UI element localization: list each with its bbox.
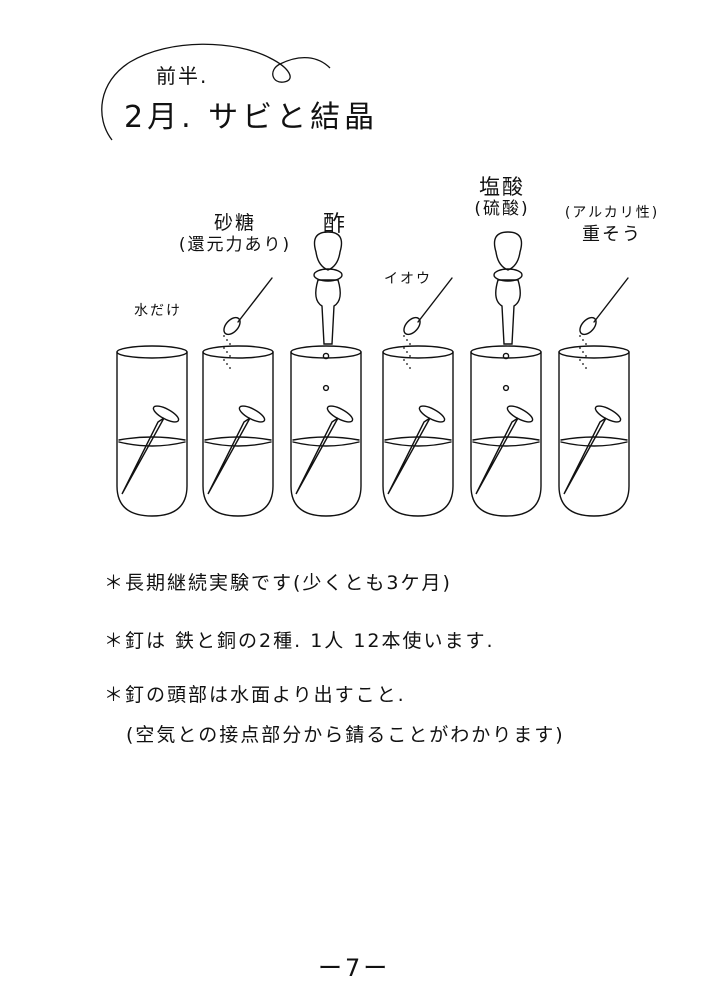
powder-grain bbox=[585, 343, 587, 345]
nail bbox=[295, 417, 339, 495]
nail bbox=[563, 417, 607, 495]
powder-grain bbox=[582, 339, 584, 341]
powder-grain bbox=[582, 351, 584, 353]
dropper-collar bbox=[313, 268, 343, 282]
nail-head bbox=[418, 405, 446, 423]
test-tube-illustration bbox=[116, 231, 630, 517]
powder-grain bbox=[409, 367, 411, 369]
nail bbox=[387, 417, 431, 495]
note-1: ＊長期継続実験です(少くとも3ケ月) bbox=[104, 572, 452, 594]
dropper-tube bbox=[495, 279, 521, 345]
powder-grain bbox=[223, 347, 225, 349]
water-line bbox=[118, 441, 186, 447]
water-line bbox=[292, 441, 360, 447]
nail bbox=[207, 417, 251, 495]
test-tube-rim bbox=[470, 345, 542, 359]
powder-grain bbox=[226, 363, 228, 365]
tube-label-4: イオウ bbox=[384, 271, 432, 287]
powder-grain bbox=[229, 343, 231, 345]
test-tube bbox=[470, 351, 542, 517]
spoon bbox=[593, 277, 629, 323]
powder-grain bbox=[579, 347, 581, 349]
title-block: 前半. 2月. サビと結晶 bbox=[0, 0, 712, 150]
dropper-bulb bbox=[493, 231, 523, 271]
powder-grain bbox=[409, 355, 411, 357]
note-4: (空気との接点部分から錆ることがわかります) bbox=[126, 724, 565, 746]
spoon-bowl bbox=[579, 316, 597, 336]
drop bbox=[322, 384, 330, 392]
powder-grain bbox=[579, 335, 581, 337]
water-surface bbox=[118, 436, 186, 441]
spoon-bowl bbox=[403, 316, 421, 336]
powder-grain bbox=[226, 351, 228, 353]
note-3: ＊釘の頭部は水面より出すこと. bbox=[104, 684, 406, 706]
page-number: ー7ー bbox=[318, 954, 391, 982]
nail-head bbox=[238, 405, 266, 423]
test-tube bbox=[290, 351, 362, 517]
test-tube bbox=[202, 351, 274, 517]
water-line bbox=[560, 441, 628, 447]
nail-head bbox=[152, 405, 180, 423]
dropper-collar bbox=[493, 268, 523, 282]
water-line bbox=[204, 441, 272, 447]
drop bbox=[322, 352, 330, 360]
powder-grain bbox=[585, 367, 587, 369]
title-swirl-decoration bbox=[101, 43, 331, 141]
title-prefix: 前半. bbox=[156, 64, 209, 88]
dropper-tube bbox=[315, 279, 341, 345]
nail-head bbox=[506, 405, 534, 423]
spoon bbox=[237, 277, 273, 323]
powder-grain bbox=[582, 363, 584, 365]
test-tube-rim bbox=[290, 345, 362, 359]
powder-grain bbox=[406, 339, 408, 341]
test-tube-rim bbox=[202, 345, 274, 359]
spoon bbox=[417, 277, 453, 323]
page-title: 2月. サビと結晶 bbox=[124, 100, 379, 135]
powder-grain bbox=[406, 363, 408, 365]
powder-grain bbox=[403, 335, 405, 337]
test-tube bbox=[382, 351, 454, 517]
spoon-bowl bbox=[223, 316, 241, 336]
water-line bbox=[472, 441, 540, 447]
powder-grain bbox=[579, 359, 581, 361]
nail bbox=[475, 417, 519, 495]
powder-grain bbox=[223, 335, 225, 337]
water-line bbox=[384, 441, 452, 447]
test-tube bbox=[558, 351, 630, 517]
tube-label-2: 砂糖 (還元力あり) bbox=[178, 212, 292, 255]
powder-grain bbox=[229, 355, 231, 357]
dropper-bulb bbox=[313, 231, 343, 271]
nail bbox=[121, 417, 165, 495]
tube-label-3: 酢 bbox=[322, 212, 347, 237]
nail-head bbox=[594, 405, 622, 423]
water-surface bbox=[560, 436, 628, 441]
test-tube bbox=[116, 351, 188, 517]
powder-grain bbox=[406, 351, 408, 353]
powder-grain bbox=[403, 347, 405, 349]
powder-grain bbox=[409, 343, 411, 345]
water-surface bbox=[292, 436, 360, 441]
powder-grain bbox=[403, 359, 405, 361]
powder-grain bbox=[223, 359, 225, 361]
test-tube-rim bbox=[382, 345, 454, 359]
water-surface bbox=[384, 436, 452, 441]
powder-grain bbox=[229, 367, 231, 369]
nail-head bbox=[326, 405, 354, 423]
tube-label-1: 水だけ bbox=[134, 303, 182, 319]
test-tube-rim bbox=[116, 345, 188, 359]
drop bbox=[502, 352, 510, 360]
tube-label-6: (アルカリ性) 重そう bbox=[564, 205, 660, 245]
water-surface bbox=[204, 436, 272, 441]
powder-grain bbox=[226, 339, 228, 341]
water-surface bbox=[472, 436, 540, 441]
powder-grain bbox=[585, 355, 587, 357]
drop bbox=[502, 384, 510, 392]
note-2: ＊釘は 鉄と銅の2種. 1人 12本使います. bbox=[104, 630, 495, 652]
tube-label-5: 塩酸 (硫酸) bbox=[474, 175, 530, 219]
test-tube-rim bbox=[558, 345, 630, 359]
